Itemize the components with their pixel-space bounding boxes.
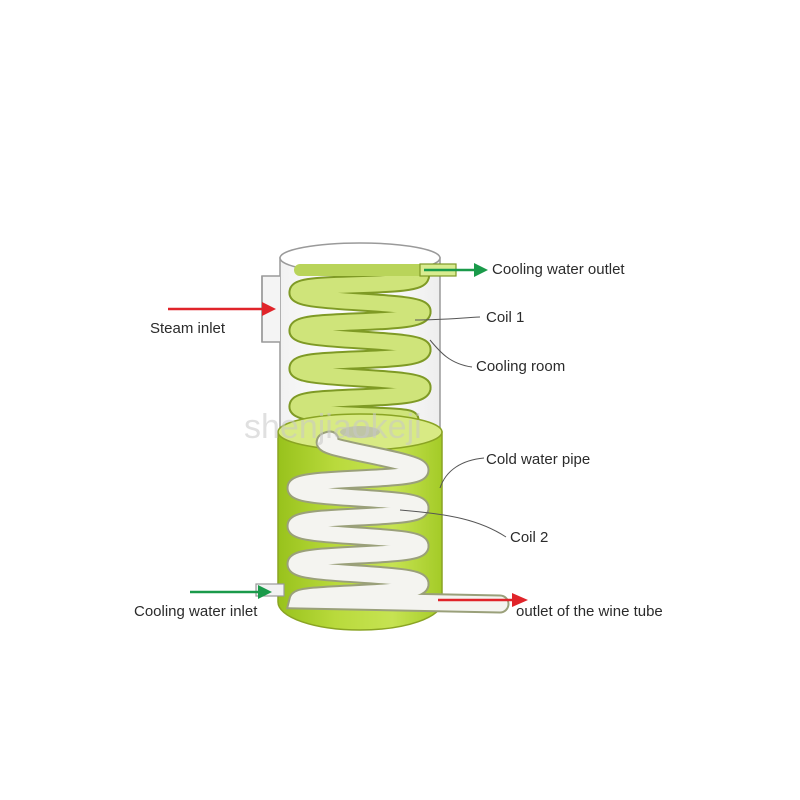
cooling-water-outlet-arrow <box>424 263 488 277</box>
label-cooling-water-outlet: Cooling water outlet <box>492 261 625 278</box>
steam-inlet-arrow <box>168 302 276 316</box>
cooling-water-inlet-arrow <box>190 585 272 599</box>
leader-lines <box>399 316 507 538</box>
label-cold-water-pipe: Cold water pipe <box>486 451 590 468</box>
cooling-room-leader <box>429 339 473 368</box>
label-coil-2: Coil 2 <box>510 529 548 546</box>
label-cooling-room: Cooling room <box>476 358 565 375</box>
coil-1 <box>288 263 457 430</box>
coil-2-leader <box>399 509 507 538</box>
label-cooling-water-inlet: Cooling water inlet <box>134 603 258 620</box>
wine-outlet-arrow <box>438 593 528 607</box>
watermark-text: shenjiaokeji <box>244 408 422 446</box>
label-steam-inlet: Steam inlet <box>150 320 226 337</box>
cold-water-pipe-leader <box>439 457 485 489</box>
label-coil-1: Coil 1 <box>486 309 524 326</box>
coil-2 <box>255 430 510 614</box>
label-wine-outlet: outlet of the wine tube <box>516 603 663 620</box>
coil-1-leader <box>414 316 481 321</box>
